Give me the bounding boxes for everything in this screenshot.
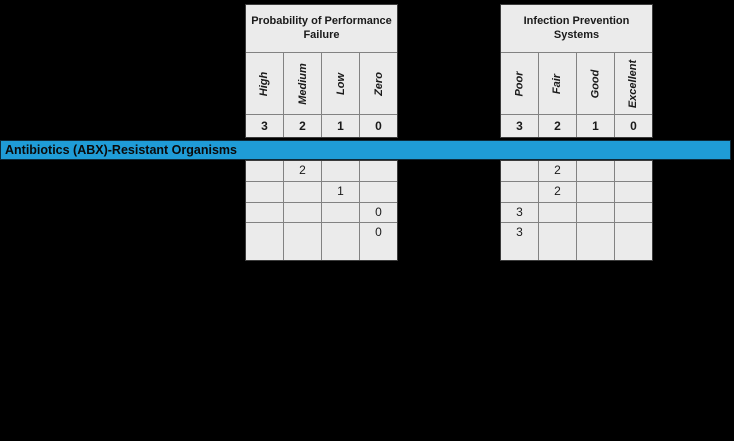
data-cell — [539, 223, 576, 260]
column-label-low: Low — [322, 53, 359, 114]
data-cell — [615, 223, 652, 260]
data-cell — [284, 182, 321, 202]
performance-failure-data-grid: 2 1 0 0 — [245, 160, 398, 261]
data-cell — [501, 161, 538, 181]
data-cell: 0 — [360, 203, 397, 222]
infection-prevention-table-header: Infection Prevention Systems Poor Fair G… — [500, 4, 653, 138]
column-score: 0 — [615, 115, 652, 137]
column-score: 2 — [539, 115, 576, 137]
data-cell — [322, 203, 359, 222]
data-cell — [577, 203, 614, 222]
data-cell — [322, 223, 359, 260]
column-label-poor: Poor — [501, 53, 538, 114]
column-label-high: High — [246, 53, 283, 114]
data-cell: 0 — [360, 223, 397, 260]
data-cell — [360, 182, 397, 202]
data-cell — [246, 161, 283, 181]
data-cell — [246, 203, 283, 222]
data-cell — [322, 161, 359, 181]
infection-prevention-data-grid: 2 2 3 3 — [500, 160, 653, 261]
data-cell — [246, 182, 283, 202]
data-cell — [501, 182, 538, 202]
data-cell: 2 — [539, 182, 576, 202]
column-label-good: Good — [577, 53, 614, 114]
column-label-excellent: Excellent — [615, 53, 652, 114]
data-cell — [615, 203, 652, 222]
data-cell — [577, 182, 614, 202]
section-banner-label: Antibiotics (ABX)-Resistant Organisms — [5, 143, 237, 157]
data-cell: 3 — [501, 203, 538, 222]
table-title: Probability of Performance Failure — [246, 5, 397, 52]
data-cell — [577, 223, 614, 260]
data-cell — [577, 161, 614, 181]
performance-failure-table-header: Probability of Performance Failure High … — [245, 4, 398, 138]
data-cell — [360, 161, 397, 181]
data-cell — [246, 223, 283, 260]
data-cell — [615, 182, 652, 202]
data-cell: 3 — [501, 223, 538, 260]
data-cell: 1 — [322, 182, 359, 202]
data-cell — [284, 203, 321, 222]
column-label-fair: Fair — [539, 53, 576, 114]
column-score: 1 — [322, 115, 359, 137]
data-cell — [284, 223, 321, 260]
column-label-medium: Medium — [284, 53, 321, 114]
column-score: 3 — [501, 115, 538, 137]
table-title: Infection Prevention Systems — [501, 5, 652, 52]
data-cell: 2 — [539, 161, 576, 181]
column-score: 3 — [246, 115, 283, 137]
data-cell — [615, 161, 652, 181]
data-cell: 2 — [284, 161, 321, 181]
column-score: 2 — [284, 115, 321, 137]
column-score: 1 — [577, 115, 614, 137]
column-label-zero: Zero — [360, 53, 397, 114]
data-cell — [539, 203, 576, 222]
section-banner-abx-resistant-organisms: Antibiotics (ABX)-Resistant Organisms — [0, 140, 731, 160]
column-score: 0 — [360, 115, 397, 137]
